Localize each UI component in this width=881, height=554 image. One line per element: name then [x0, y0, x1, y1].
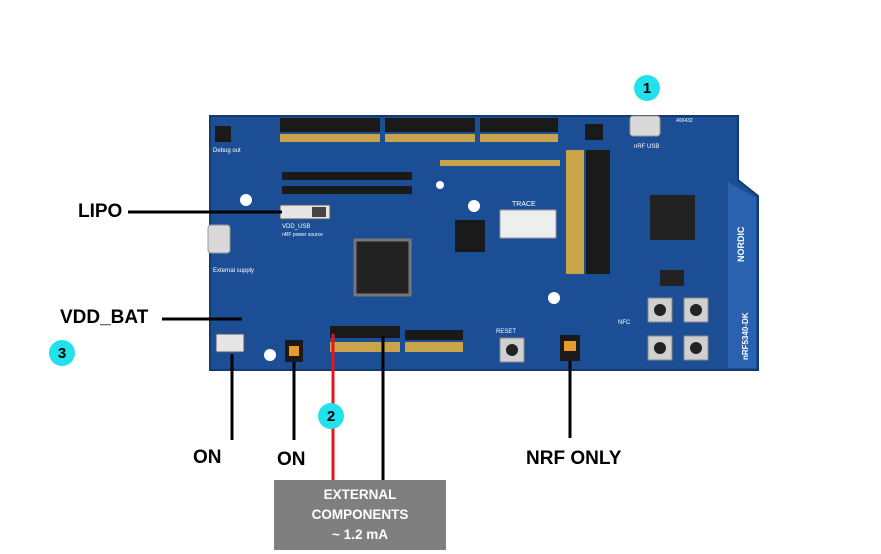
marker-1: 1: [634, 75, 660, 101]
silk-nfc: NFC: [618, 320, 631, 326]
nrf-only-switch-knob: [564, 341, 576, 351]
button1[interactable]: [647, 297, 673, 323]
vdd-bat-label: VDD_BAT: [60, 307, 149, 328]
board-buttons: [499, 297, 709, 363]
silk-reset: RESET: [496, 329, 516, 335]
silk-board-name: nRF5340-DK: [741, 312, 750, 360]
marker-2: 2: [318, 403, 344, 429]
debug-header-2: [585, 124, 603, 140]
nrf-usb-connector[interactable]: [629, 115, 661, 137]
top-pin-headers: [280, 118, 558, 142]
nrf-only-label: NRF ONLY: [526, 448, 622, 469]
lipo-switch-knob: [312, 207, 326, 217]
side-usb-connector[interactable]: [207, 224, 231, 254]
silk-usb: nRF USB: [634, 144, 659, 150]
silk-vdd-usb: VDD_USB: [282, 224, 310, 230]
silk-debug-out: Debug out: [213, 148, 241, 154]
ext-line-2: COMPONENTS: [311, 507, 409, 522]
silk-power-source: nRF power source: [282, 232, 323, 238]
silk-brand: NORDIC: [736, 226, 746, 262]
debug-out-header: [215, 126, 231, 142]
silk-part-number: 400432: [676, 118, 693, 124]
on-label-left: ON: [193, 447, 222, 468]
on-label-middle: ON: [277, 449, 306, 470]
lipo-label: LIPO: [78, 201, 123, 222]
silk-ext-supply: External supply: [213, 268, 254, 274]
nrf-chip-right: [650, 195, 695, 240]
nrf-main-chip: [353, 238, 412, 297]
ext-line-3: ~ 1.2 mA: [332, 527, 388, 542]
bottom-pin-headers: [330, 326, 463, 352]
right-pin-header: [566, 150, 610, 274]
mounting-holes: [240, 181, 560, 361]
nrf-chip-small: [660, 270, 684, 286]
ext-line-1: EXTERNAL: [323, 487, 397, 502]
middle-on-switch-knob: [289, 346, 299, 356]
trace-pads: [499, 209, 557, 239]
silk-trace: TRACE: [512, 201, 536, 208]
external-components-box: EXTERNAL COMPONENTS ~ 1.2 mA: [274, 480, 446, 550]
marker-3: 3: [49, 340, 75, 366]
power-on-switch[interactable]: [215, 333, 245, 353]
trace-header: [455, 220, 485, 252]
middle-pin-headers: [282, 160, 560, 194]
callout-lines: [128, 210, 572, 480]
board-side-panel: [728, 182, 756, 368]
